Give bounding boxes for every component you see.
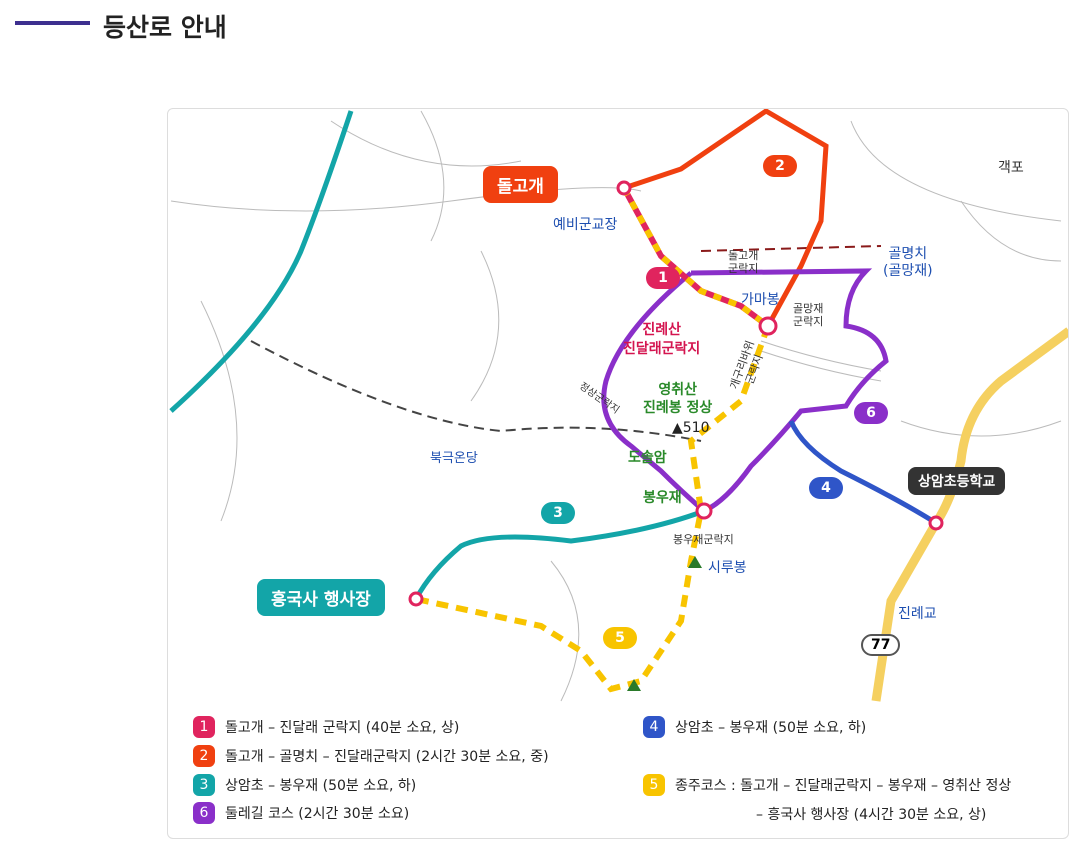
route-badge: 2	[193, 745, 215, 767]
route-badge: 6	[193, 802, 215, 824]
route-marker-5: 5	[603, 627, 637, 649]
map-drawing	[169, 109, 1068, 702]
start-tag-heungguksa: 흥국사 행사장	[257, 579, 385, 616]
route-badge: 3	[193, 774, 215, 796]
route-marker-4: 4	[809, 477, 843, 499]
route-badge: 1	[193, 716, 215, 738]
legend-item-5: 5 종주코스 : 돌고개 – 진달래군락지 – 봉우재 – 영취산 정상	[643, 774, 1011, 796]
legend-item-1: 1 돌고개 – 진달래 군락지 (40분 소요, 상)	[193, 716, 459, 738]
label-bongujae-camp: 봉우재군락지	[673, 533, 734, 546]
legend-text: 종주코스 : 돌고개 – 진달래군락지 – 봉우재 – 영취산 정상	[675, 778, 1012, 794]
route-marker-3: 3	[541, 502, 575, 524]
legend-item-3: 3 상암초 – 봉우재 (50분 소요, 하)	[193, 774, 416, 796]
legend-item-5-cont: – 흥국사 행사장 (4시간 30분 소요, 상)	[756, 804, 986, 824]
legend-text: 돌고개 – 진달래 군락지 (40분 소요, 상)	[225, 720, 460, 736]
legend-text: 돌고개 – 골명치 – 진달래군락지 (2시간 30분 소요, 중)	[225, 749, 549, 765]
label-peak-height: ▲510	[672, 420, 710, 436]
route-marker-1: 1	[646, 267, 680, 289]
label-gamabong: 가마봉	[741, 292, 780, 308]
label-sirubong: 시루봉	[708, 560, 747, 576]
route-marker-6: 6	[854, 402, 888, 424]
legend-text: 둘레길 코스 (2시간 30분 소요)	[225, 806, 410, 822]
label-jinryegyo: 진례교	[898, 606, 937, 622]
route-marker-2: 2	[763, 155, 797, 177]
label-yeongchwisan-peak: 영취산 진례봉 정상	[643, 382, 713, 416]
legend-item-2: 2 돌고개 – 골명치 – 진달래군락지 (2시간 30분 소요, 중)	[193, 745, 549, 767]
label-golmangjae-camp: 골망재 군락지	[793, 302, 824, 328]
trail-map: 돌고개 흥국사 행사장 상암초등학교 1 2 3 4 5 6 객포 예비군교장 …	[167, 108, 1069, 839]
page-title: 등산로 안내	[103, 13, 227, 42]
label-dosolam: 도솔암	[628, 450, 667, 466]
label-bukgukondang: 북극온당	[430, 451, 478, 466]
header-accent-line	[15, 21, 90, 25]
route-legend: 1 돌고개 – 진달래 군락지 (40분 소요, 상) 2 돌고개 – 골명치 – …	[193, 712, 1073, 832]
label-golmyeongchi: 골명치 (골망재)	[883, 246, 933, 279]
label-dolgogae-camp: 돌고개 군락지	[728, 249, 759, 275]
start-tag-dolgogae: 돌고개	[483, 166, 558, 203]
route-badge: 5	[643, 774, 665, 796]
road-number-77: 77	[861, 634, 901, 656]
label-bongujae: 봉우재	[643, 490, 682, 506]
start-tag-sangam-school: 상암초등학교	[908, 467, 1006, 495]
route-badge: 4	[643, 716, 665, 738]
legend-text: 상암초 – 봉우재 (50분 소요, 하)	[675, 720, 867, 736]
legend-text: 상암초 – 봉우재 (50분 소요, 하)	[225, 778, 417, 794]
legend-item-4: 4 상암초 – 봉우재 (50분 소요, 하)	[643, 716, 866, 738]
legend-text: – 흥국사 행사장 (4시간 30분 소요, 상)	[756, 807, 987, 823]
legend-item-6: 6 둘레길 코스 (2시간 30분 소요)	[193, 802, 409, 824]
label-gaekpo: 객포	[998, 160, 1024, 176]
label-yebigun: 예비군교장	[553, 217, 618, 233]
label-jinryesan: 진례산 진달래군락지	[623, 322, 701, 357]
